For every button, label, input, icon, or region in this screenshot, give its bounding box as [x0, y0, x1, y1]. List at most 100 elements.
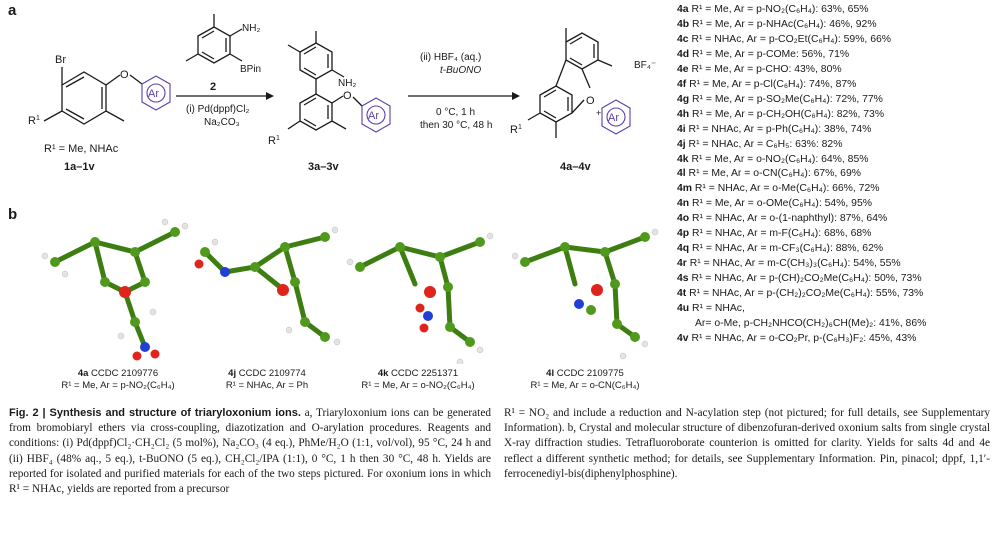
yield-entry: 4s R¹ = NHAc, Ar = p-(CH)₂CO₂Me(C₆H₄): 5…: [677, 272, 993, 287]
crystal-ccdc: CCDC 2109776: [88, 368, 159, 379]
sm-br-label: Br: [55, 54, 66, 66]
compound-id: 4o: [677, 213, 690, 225]
step2-temp1: 0 °C, 1 h: [436, 107, 475, 118]
compound-id: 4j: [677, 138, 686, 150]
product-oxygen: O: [586, 95, 595, 107]
yield-entry: 4n R¹ = Me, Ar = o-OMe(C₆H₄): 54%, 95%: [677, 197, 993, 212]
compound-id: 4m: [677, 183, 693, 195]
step2-acid: (ii) HBF₄ (aq.): [420, 52, 481, 63]
compound-id: 4b: [677, 18, 690, 30]
crystal-id: 4a: [77, 368, 89, 379]
yield-entry: 4t R¹ = NHAc, Ar = p-(CH₂)₂CO₂Me(C₆H₄): …: [677, 287, 993, 302]
compound-id: 4s: [677, 273, 689, 285]
crystal-structure-4j: [194, 226, 341, 346]
yield-entry: 4q R¹ = NHAc, Ar = m-CF₃(C₆H₄): 88%, 62%: [677, 242, 993, 257]
figure-caption-right: R¹ = NO₂ and include a reduction and N-a…: [504, 407, 990, 480]
panel-label-b: b: [8, 206, 18, 223]
crystal-substituents: R¹ = Me, Ar = p-NO₂(C₆H₄): [61, 380, 175, 391]
yield-entry: 4a R¹ = Me, Ar = p-NO₂(C₆H₄): 63%, 65%: [677, 3, 993, 18]
intermediate-structure: NH₂ O R1 Ar: [268, 31, 391, 147]
intermediate-r1: R1: [268, 135, 280, 147]
intermediate-nh2: NH₂: [338, 78, 356, 89]
yield-entry: 4m R¹ = NHAc, Ar = o-Me(C₆H₄): 66%, 72%: [677, 182, 993, 197]
crystal-structure-4l: [511, 228, 659, 360]
compound-id: 4n: [677, 198, 690, 210]
yield-text: R¹ = NHAc, Ar = C₆H₅: 63%: 82%: [685, 138, 843, 150]
yield-text: R¹ = NHAc, Ar = m-C(CH₃)₃(C₆H₄): 54%, 55…: [686, 258, 901, 270]
yields-list: 4a R¹ = Me, Ar = p-NO₂(C₆H₄): 63%, 65%4b…: [677, 3, 993, 347]
reagent-structure: NH₂ BPin: [185, 14, 261, 75]
reagent-id: 2: [210, 81, 216, 93]
yield-text: R¹ = Me, Ar = p-CH₂OH(C₆H₄): 82%, 73%: [689, 108, 885, 120]
yield-entry: Ar= o-Me, p-CH₂NHCO(CH₂)₆CH(Me)₂: 41%, 8…: [677, 317, 993, 332]
compound-id: 4d: [677, 48, 690, 60]
yield-entry: 4c R¹ = NHAc, Ar = p-CO₂Et(C₆H₄): 59%, 6…: [677, 33, 993, 48]
compound-id: 4g: [677, 93, 690, 105]
yield-entry: 4k R¹ = Me, Ar = o-NO₂(C₆H₄): 64%, 85%: [677, 153, 993, 168]
yield-entry: 4b R¹ = Me, Ar = p-NHAc(C₆H₄): 46%, 92%: [677, 18, 993, 33]
yield-entry: 4r R¹ = NHAc, Ar = m-C(CH₃)₃(C₆H₄): 54%,…: [677, 257, 993, 272]
crystal-structure-4k: [346, 232, 494, 364]
reaction-scheme: Br O R1 Ar R¹ = Me, NHAc 1a–1v NH₂ BPin …: [28, 14, 656, 173]
compound-id: 4u: [677, 303, 690, 315]
yield-text: R¹ = Me, Ar = p-Cl(C₆H₄): 74%, 87%: [686, 78, 857, 90]
reagent-nh2: NH₂: [242, 23, 260, 34]
yield-entry: 4o R¹ = NHAc, Ar = o-(1-naphthyl): 87%, …: [677, 212, 993, 227]
yield-text: R¹ = Me, Ar = p-NO₂(C₆H₄): 63%, 65%: [688, 4, 869, 15]
crystal-ccdc: CCDC 2251371: [388, 368, 459, 379]
yield-entry: 4l R¹ = Me, Ar = o-CN(C₆H₄): 67%, 69%: [677, 167, 993, 182]
crystal-substituents: R¹ = Me, Ar = o-NO₂(C₆H₄): [361, 380, 475, 391]
crystal-caption-4a: 4a CCDC 2109776 R¹ = Me, Ar = p-NO₂(C₆H₄…: [33, 368, 203, 392]
intermediate-id: 3a–3v: [308, 161, 339, 173]
crystal-caption-4l: 4l CCDC 2109775 R¹ = Me, Ar = o-CN(C₆H₄): [500, 368, 670, 392]
compound-id: 4l: [677, 168, 686, 180]
yield-entry: 4i R¹ = NHAc, Ar = p-Ph(C₆H₄): 38%, 74%: [677, 123, 993, 138]
yield-entry: 4f R¹ = Me, Ar = p-Cl(C₆H₄): 74%, 87%: [677, 78, 993, 93]
compound-id: 4a: [677, 4, 689, 15]
yield-text: R¹ = NHAc, Ar = o-(1-naphthyl): 87%, 64%: [689, 213, 888, 225]
yield-text: R¹ = Me, Ar = o-CN(C₆H₄): 67%, 69%: [685, 168, 861, 180]
caption-text-left: a, Triaryloxonium ions can be generated …: [9, 407, 491, 496]
yield-entry: 4u R¹ = NHAc,: [677, 302, 993, 317]
yield-text: R¹ = Me, Ar = p-SO₂Me(C₆H₄): 72%, 77%: [689, 93, 883, 105]
crystal-id: 4j: [228, 368, 237, 379]
compound-id: 4v: [677, 332, 689, 344]
yield-entry: 4e R¹ = Me, Ar = p-CHO: 43%, 80%: [677, 63, 993, 78]
crystal-ccdc: CCDC 2109775: [554, 368, 624, 379]
yield-text: R¹ = NHAc, Ar = m-CF₃(C₆H₄): 88%, 62%: [689, 243, 884, 255]
yield-entry: 4d R¹ = Me, Ar = p-COMe: 56%, 71%: [677, 48, 993, 63]
crystal-structure-4a: [41, 218, 189, 361]
compound-id: 4q: [677, 243, 690, 255]
yield-entry: 4p R¹ = NHAc, Ar = m-F(C₆H₄): 68%, 68%: [677, 227, 993, 242]
product-id: 4a–4v: [560, 161, 591, 173]
yield-text: R¹ = Me, Ar = o-NO₂(C₆H₄): 64%, 85%: [688, 153, 869, 165]
intermediate-oxygen: O: [343, 90, 352, 102]
compound-id: 4h: [677, 108, 690, 120]
product-r1: R1: [510, 124, 522, 136]
step2-nitrite: t-BuONO: [440, 65, 481, 76]
reagent-bpin: BPin: [240, 64, 261, 75]
yield-entry: 4v R¹ = NHAc, Ar = o-CO₂Pr, p-(C₆H₃)F₂: …: [677, 332, 993, 347]
sm-oxygen-label: O: [120, 69, 129, 81]
crystal-substituents: R¹ = NHAc, Ar = Ph: [225, 380, 309, 391]
yield-text: R¹ = NHAc, Ar = p-CO₂Et(C₆H₄): 59%, 66%: [688, 33, 891, 45]
compound-id: 4r: [677, 258, 687, 270]
yield-entry: 4g R¹ = Me, Ar = p-SO₂Me(C₆H₄): 72%, 77%: [677, 93, 993, 108]
crystal-id: 4l: [546, 368, 555, 379]
yield-text: R¹ = Me, Ar = p-CHO: 43%, 80%: [688, 63, 842, 75]
yield-text: R¹ = Me, Ar = o-OMe(C₆H₄): 54%, 95%: [689, 198, 872, 210]
compound-id: 4f: [677, 78, 687, 90]
figure-caption-left: Fig. 2 | Synthesis and structure of tria…: [9, 406, 491, 497]
compound-id: 4p: [677, 228, 690, 240]
yield-text: R¹ = Me, Ar = p-COMe: 56%, 71%: [689, 48, 850, 60]
crystal-id: 4k: [377, 368, 389, 379]
yield-text: R¹ = NHAc,: [689, 303, 745, 315]
sm-r1-label: R1: [28, 115, 40, 127]
yield-text: Ar= o-Me, p-CH₂NHCO(CH₂)₆CH(Me)₂: 41%, 8…: [695, 318, 927, 330]
yield-text: R¹ = NHAc, Ar = o-Me(C₆H₄): 66%, 72%: [692, 183, 880, 195]
yield-text: R¹ = NHAc, Ar = p-(CH)₂CO₂Me(C₆H₄): 50%,…: [688, 273, 922, 285]
yield-entry: 4h R¹ = Me, Ar = p-CH₂OH(C₆H₄): 82%, 73%: [677, 108, 993, 123]
yield-text: R¹ = NHAc, Ar = p-(CH₂)₂CO₂Me(C₆H₄): 55%…: [686, 288, 924, 300]
step1-base: Na₂CO₃: [204, 117, 240, 128]
sm-r1-definition: R¹ = Me, NHAc: [44, 143, 119, 155]
